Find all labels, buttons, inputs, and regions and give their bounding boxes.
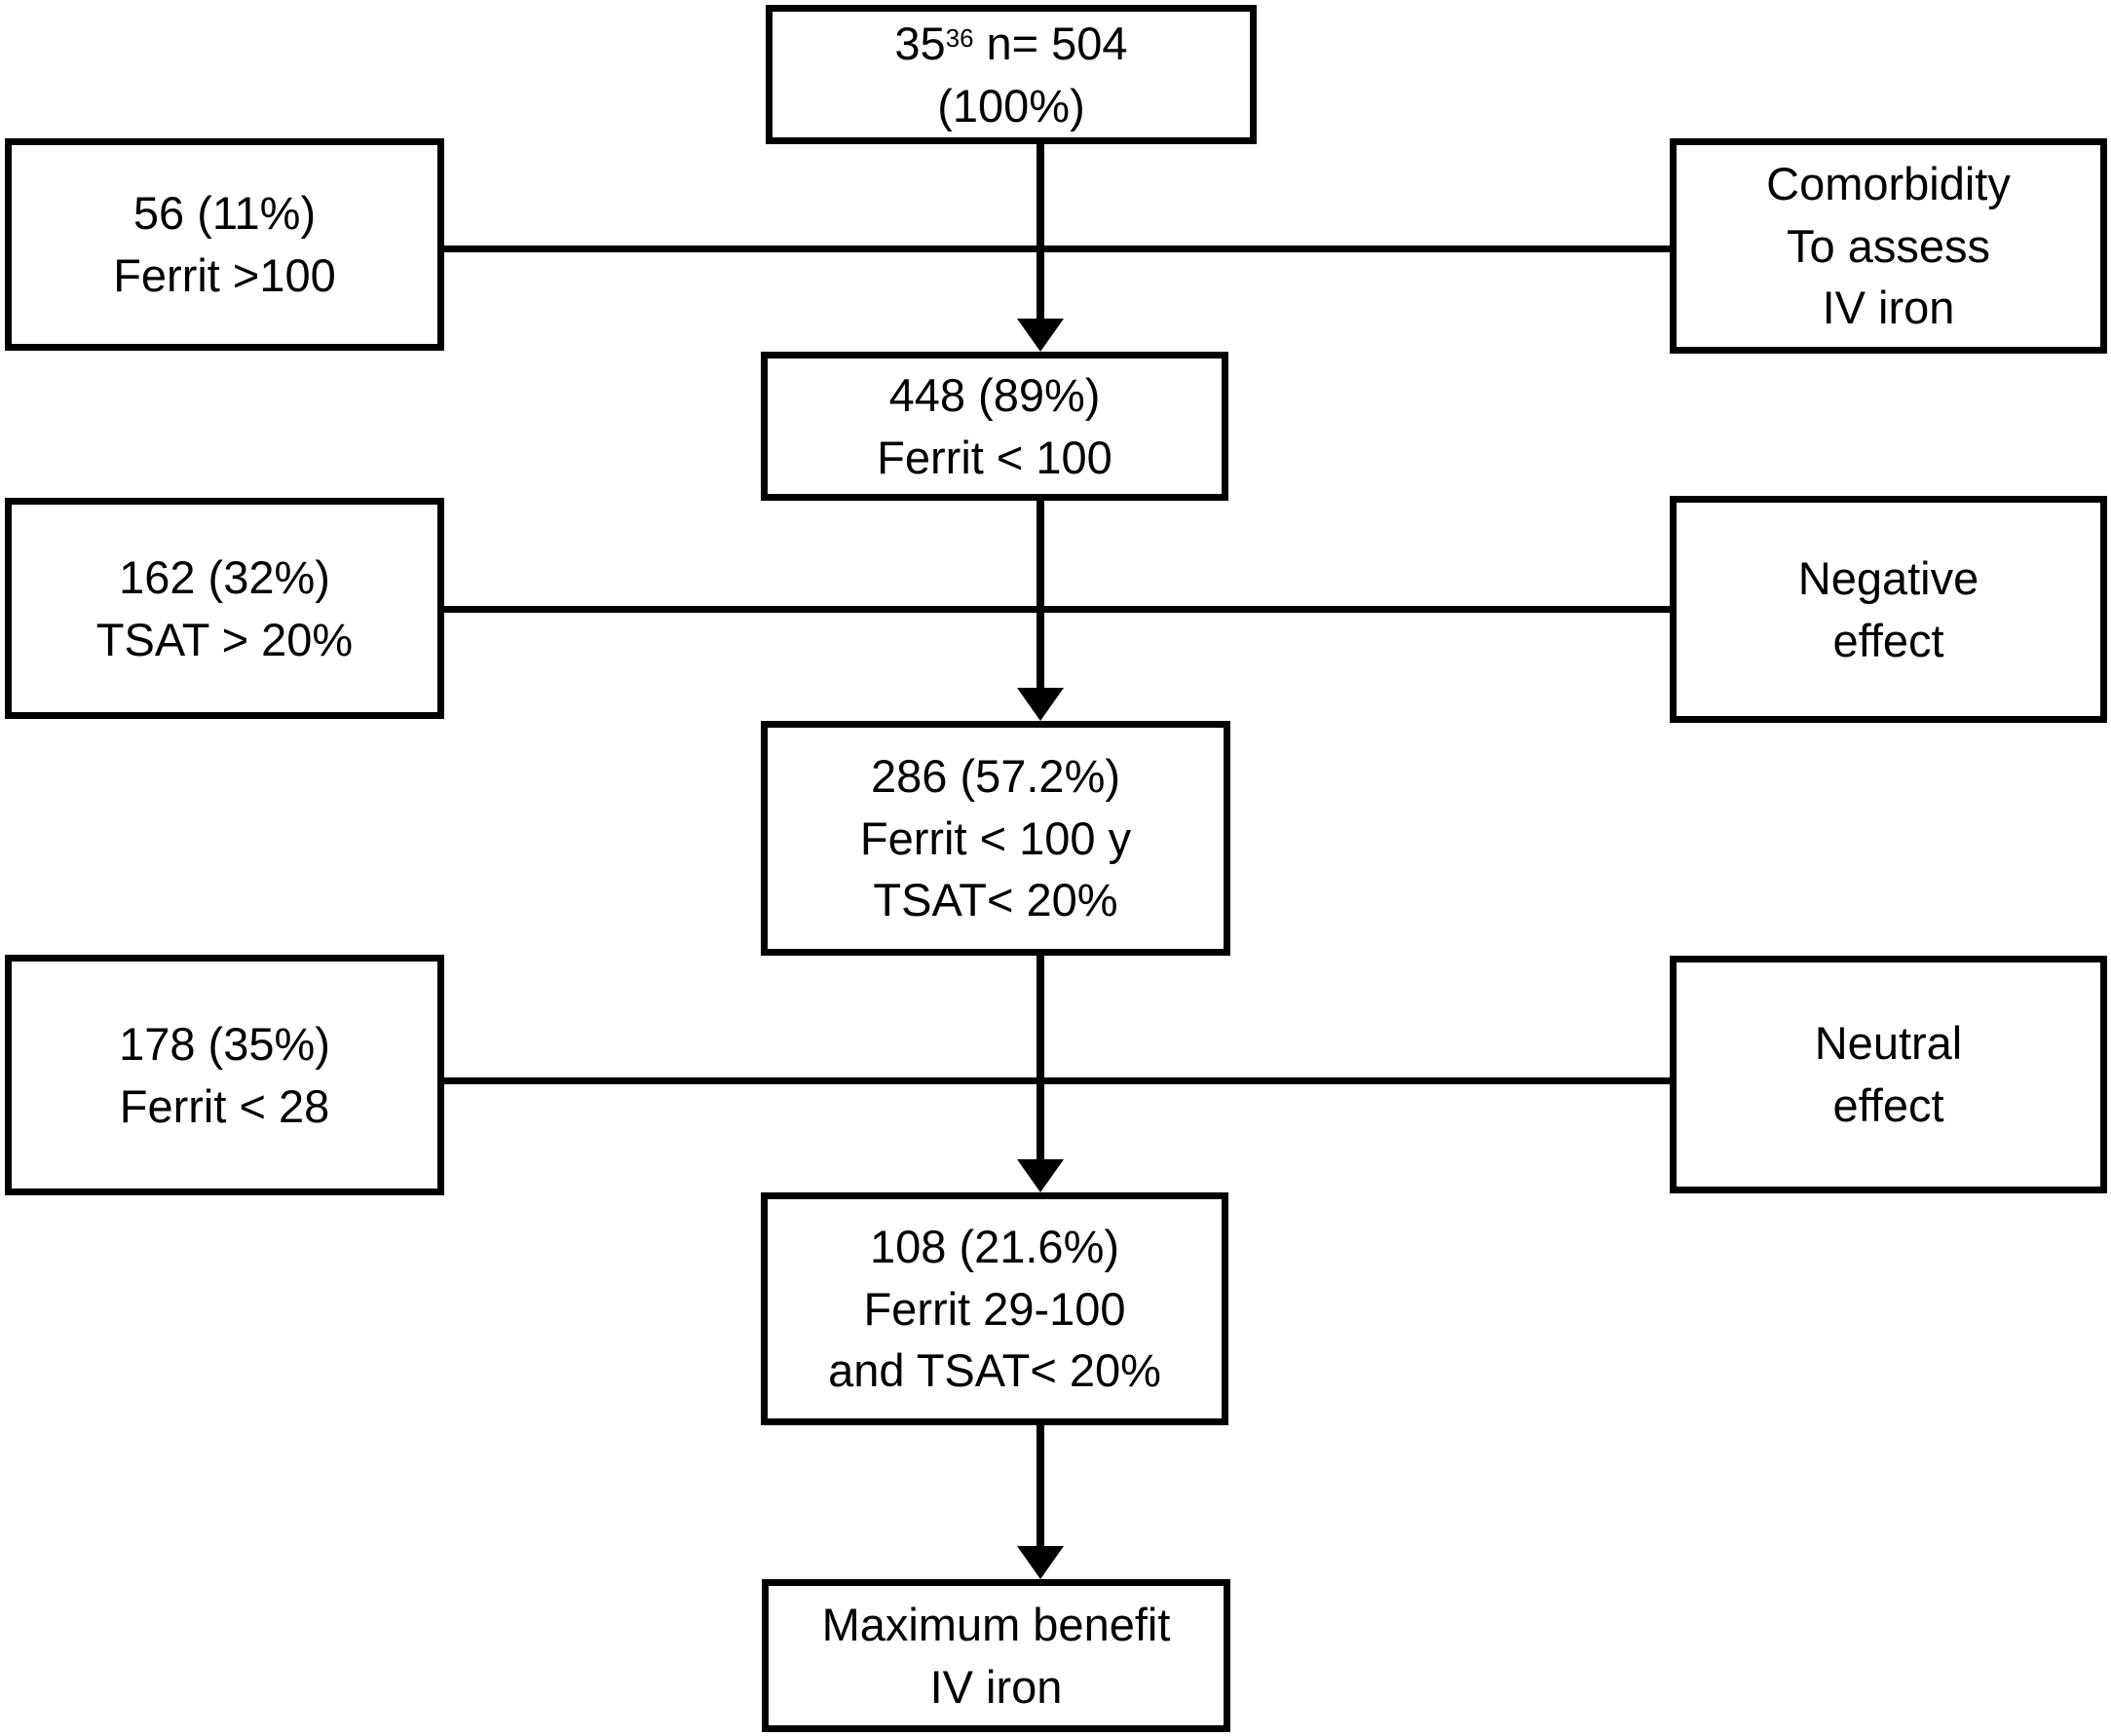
node-comorbidity-line1: Comorbidity xyxy=(1766,157,2011,209)
node-maximum-benefit-line1: Maximum benefit xyxy=(821,1598,1171,1650)
arrow-stem xyxy=(1037,1424,1044,1546)
node-neutral-effect-line1: Neutral xyxy=(1814,1017,1963,1070)
node-ferrit-lt100-line1: 448 (89%) xyxy=(888,368,1101,421)
down-arrow-connector-3 xyxy=(1017,955,1064,1192)
node-comorbidity-effect: Comorbidity To assess IV iron xyxy=(1670,138,2107,354)
node-ferrit-lt28-line2: Ferrit < 28 xyxy=(119,1079,330,1132)
node-neutral-effect-line2: effect xyxy=(1832,1079,1944,1131)
node-ferrit-gt100: 56 (11%) Ferrit >100 xyxy=(5,138,444,351)
node-ferrit-lt100-tsat-lt20-line3: TSAT< 20% xyxy=(873,874,1118,926)
node-negative-effect-line2: effect xyxy=(1832,614,1944,666)
node-ferrit-29-100-tsat-lt20: 108 (21.6%) Ferrit 29-100 and TSAT< 20% xyxy=(761,1192,1228,1425)
connector-row2 xyxy=(444,606,1670,613)
node-ferrit-29-100-line1: 108 (21.6%) xyxy=(869,1220,1120,1272)
node-ferrit-lt28: 178 (35%) Ferrit < 28 xyxy=(5,955,444,1195)
node-tsat-gt20-line1: 162 (32%) xyxy=(119,550,330,603)
arrow-head-icon xyxy=(1017,1159,1064,1192)
node-comorbidity-line3: IV iron xyxy=(1822,282,1955,334)
node-ferrit-29-100-line3: and TSAT< 20% xyxy=(828,1344,1161,1397)
node-negative-effect-line1: Negative xyxy=(1797,551,1979,604)
citation-number: 35 xyxy=(894,17,946,69)
node-ferrit-lt28-line1: 178 (35%) xyxy=(119,1017,330,1070)
node-tsat-gt20-line2: TSAT > 20% xyxy=(95,613,354,665)
node-tsat-gt20: 162 (32%) TSAT > 20% xyxy=(5,498,444,719)
node-negative-effect: Negative effect xyxy=(1670,496,2107,723)
node-total-cohort-line2: (100%) xyxy=(937,79,1085,132)
node-ferrit-lt100-tsat-lt20-line1: 286 (57.2%) xyxy=(870,749,1121,802)
node-maximum-benefit: Maximum benefit IV iron xyxy=(762,1579,1230,1732)
down-arrow-connector-4 xyxy=(1017,1424,1064,1579)
node-maximum-benefit-line2: IV iron xyxy=(929,1660,1063,1713)
connector-row1 xyxy=(444,245,1670,252)
node-ferrit-lt100-tsat-lt20-line2: Ferrit < 100 y xyxy=(859,811,1132,864)
sample-size: n= 504 xyxy=(973,17,1128,69)
node-ferrit-lt100-line2: Ferrit < 100 xyxy=(877,431,1112,483)
arrow-head-icon xyxy=(1017,688,1064,721)
down-arrow-connector-1 xyxy=(1017,144,1064,352)
node-ferrit-lt100-tsat-lt20: 286 (57.2%) Ferrit < 100 y TSAT< 20% xyxy=(761,721,1230,956)
node-comorbidity-line2: To assess xyxy=(1787,219,1990,272)
connector-row3 xyxy=(444,1077,1670,1084)
arrow-stem xyxy=(1037,955,1044,1159)
node-ferrit-gt100-line2: Ferrit >100 xyxy=(113,249,336,301)
node-total-cohort: 3536 n= 504 (100%) xyxy=(766,5,1257,144)
node-ferrit-lt100: 448 (89%) Ferrit < 100 xyxy=(761,352,1228,501)
node-ferrit-gt100-line1: 56 (11%) xyxy=(132,187,317,240)
node-total-cohort-line1: 3536 n= 504 xyxy=(894,13,1127,75)
arrow-stem xyxy=(1037,500,1044,688)
arrow-stem xyxy=(1037,144,1044,319)
down-arrow-connector-2 xyxy=(1017,500,1064,721)
node-neutral-effect: Neutral effect xyxy=(1670,956,2107,1193)
arrow-head-icon xyxy=(1017,319,1064,352)
node-ferrit-29-100-line2: Ferrit 29-100 xyxy=(863,1282,1126,1335)
citation-superscript: 36 xyxy=(945,24,974,53)
arrow-head-icon xyxy=(1017,1546,1064,1579)
